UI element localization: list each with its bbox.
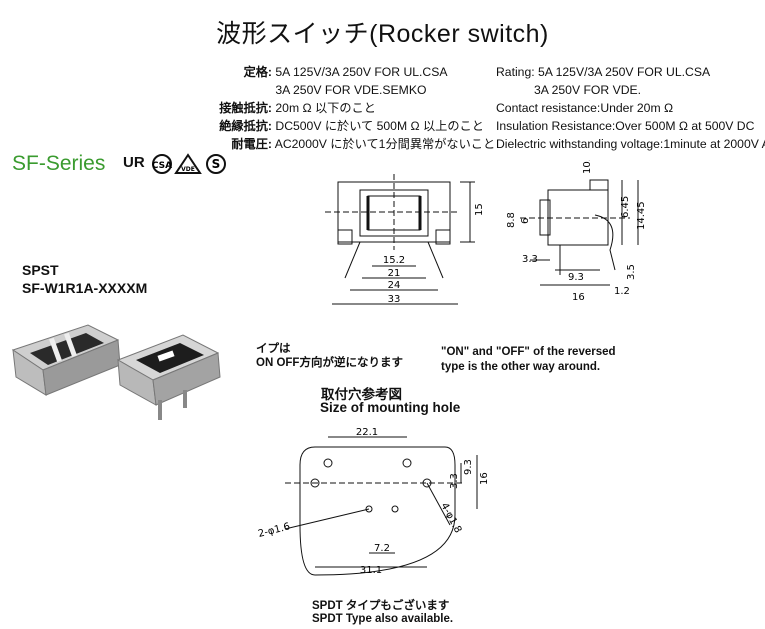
spec-en-row: Contact resistance:Under 20m Ω	[496, 101, 674, 115]
svg-text:S: S	[212, 157, 221, 171]
svg-text:15: 15	[474, 203, 485, 216]
model-part-number: SF-W1R1A-XXXXM	[22, 280, 148, 296]
svg-text:9.3: 9.3	[568, 272, 584, 283]
mounting-title-en: Size of mounting hole	[320, 400, 461, 415]
svg-text:22.1: 22.1	[356, 427, 378, 438]
svg-text:3.5: 3.5	[626, 264, 637, 280]
svg-text:16: 16	[572, 292, 585, 303]
footer-en: SPDT Type also available.	[312, 613, 454, 625]
page-title: 波形スイッチ(Rocker switch)	[216, 20, 549, 48]
svg-text:VDE: VDE	[181, 166, 195, 173]
footer-jp: SPDT タイプもございます	[312, 600, 450, 612]
vde-cert-icon: VDE	[174, 153, 202, 174]
svg-text:24: 24	[388, 280, 401, 291]
side-view-drawing: 10.6 8.8 6 6.45 14.45 3.3 9.3 1.2 3.5 16	[506, 160, 647, 303]
spec-jp-row: 3A 250V FOR VDE.SEMKO	[275, 83, 427, 97]
specs-jp: 定格: 5A 125V/3A 250V FOR UL.CSA 3A 250V F…	[208, 63, 495, 153]
svg-text:4-φ1.8: 4-φ1.8	[438, 501, 463, 535]
spec-jp-row: 接触抵抗: 20m Ω 以下のこと	[219, 101, 376, 115]
svg-text:2-φ1.6: 2-φ1.6	[257, 521, 291, 540]
spec-en-row: 3A 250V FOR VDE.	[534, 83, 642, 97]
csa-cert-icon: CSA	[152, 154, 172, 174]
specs-en: Rating: 5A 125V/3A 250V FOR UL.CSA 3A 25…	[496, 63, 765, 153]
note-jp: イプは ON OFF方向が逆になります	[256, 343, 403, 369]
product-photo	[11, 324, 221, 420]
svg-text:6.45: 6.45	[620, 196, 631, 218]
svg-text:CSA: CSA	[152, 161, 172, 171]
ur-cert-icon: UR	[123, 154, 145, 171]
spec-en-row: Rating: 5A 125V/3A 250V FOR UL.CSA	[496, 65, 711, 79]
svg-text:21: 21	[388, 268, 401, 279]
front-view-drawing: 15.2 21 24 33 15	[325, 174, 485, 305]
spec-en-row: Insulation Resistance:Over 500M Ω at 500…	[496, 119, 755, 133]
svg-text:8.8: 8.8	[506, 212, 517, 228]
svg-text:1.2: 1.2	[614, 286, 630, 297]
cert-icons: CSA VDE S	[152, 153, 226, 174]
svg-text:6: 6	[520, 218, 531, 224]
svg-text:7.2: 7.2	[374, 543, 390, 554]
svg-text:16: 16	[479, 472, 490, 485]
mounting-hole-drawing: 22.1 7.2 31.1 9.3 16 3.3 2-φ1.6 4-φ1.8	[257, 427, 490, 576]
model-type: SPST	[22, 262, 59, 278]
svg-text:31.1: 31.1	[360, 565, 382, 576]
mounting-title-jp: 取付穴参考図	[321, 387, 402, 402]
svg-text:14.45: 14.45	[636, 201, 647, 230]
s-mark-cert-icon: S	[206, 154, 226, 174]
svg-text:15.2: 15.2	[383, 255, 405, 266]
svg-text:10.6: 10.6	[582, 160, 593, 174]
spec-jp-row: 定格: 5A 125V/3A 250V FOR UL.CSA	[243, 65, 448, 79]
spec-en-row: Dielectric withstanding voltage:1minute …	[496, 137, 765, 151]
spec-jp-row: 耐電圧: AC2000V に於いて1分間異常がないこと	[231, 137, 496, 151]
spec-jp-row: 絶縁抵抗: DC500V に於いて 500M Ω 以上のこと	[219, 119, 484, 133]
svg-text:3.3: 3.3	[522, 254, 538, 265]
svg-text:3.3: 3.3	[449, 473, 460, 489]
svg-text:9.3: 9.3	[463, 459, 474, 475]
svg-text:33: 33	[388, 294, 401, 305]
series-name: SF-Series	[12, 152, 106, 175]
note-en: "ON" and "OFF" of the reversed type is t…	[441, 346, 616, 373]
